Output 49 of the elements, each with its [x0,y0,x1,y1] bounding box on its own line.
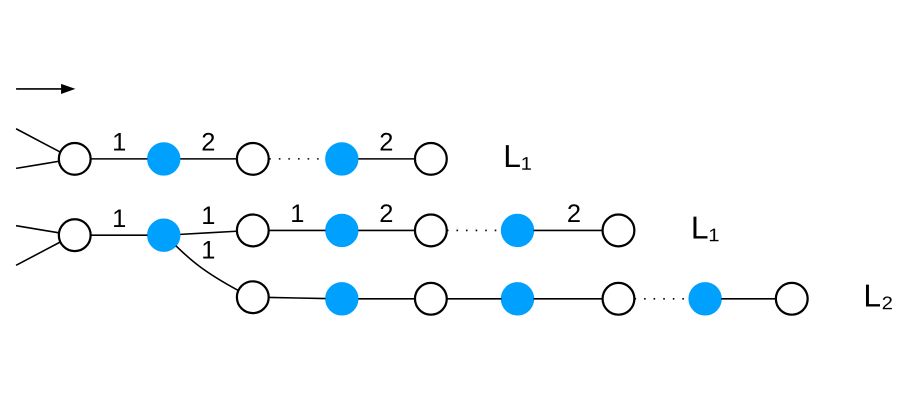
edge-label: 2 [379,128,394,157]
connector [534,298,602,300]
node-circle [58,218,92,252]
node-circle [414,282,448,316]
connector [16,241,60,266]
node-circle [500,282,534,316]
connector [358,298,414,300]
connector [16,224,60,234]
connector [16,160,60,170]
node-circle [500,214,534,248]
connector [446,298,502,300]
connector [721,298,776,300]
connector [16,128,60,153]
node-circle [414,213,448,248]
edge-label: 2 [379,200,394,228]
label: L₂ [863,278,894,314]
connector [358,230,414,232]
node-circle [601,213,636,248]
connector [358,158,414,160]
label: L₁ [503,138,532,174]
node-circle [147,218,180,252]
node-circle [774,282,809,316]
label: L₁ [690,209,720,246]
connector [534,230,602,232]
edge-label: 1 [112,128,126,157]
edge-label: 1 [290,200,304,228]
node-circle [414,142,448,176]
edge-label: 2 [566,200,582,228]
edge-label: 2 [201,128,216,157]
node-circle [236,280,270,314]
node-circle [236,213,270,248]
node-circle [325,214,359,248]
connector [91,158,148,160]
node-circle [58,142,92,176]
connector [180,230,236,236]
node-circle [147,142,180,176]
connector [91,234,148,236]
connector [180,158,236,160]
node-circle [325,282,359,316]
node-circle [688,282,722,316]
connector [269,296,326,300]
node-circle [601,282,636,316]
connector [269,230,326,232]
edge-label: 1 [201,202,216,230]
edge-label: 1 [112,204,126,233]
node-circle [325,142,359,176]
node-circle [236,142,270,176]
connector [175,245,239,292]
edge-label: 1 [201,236,216,265]
